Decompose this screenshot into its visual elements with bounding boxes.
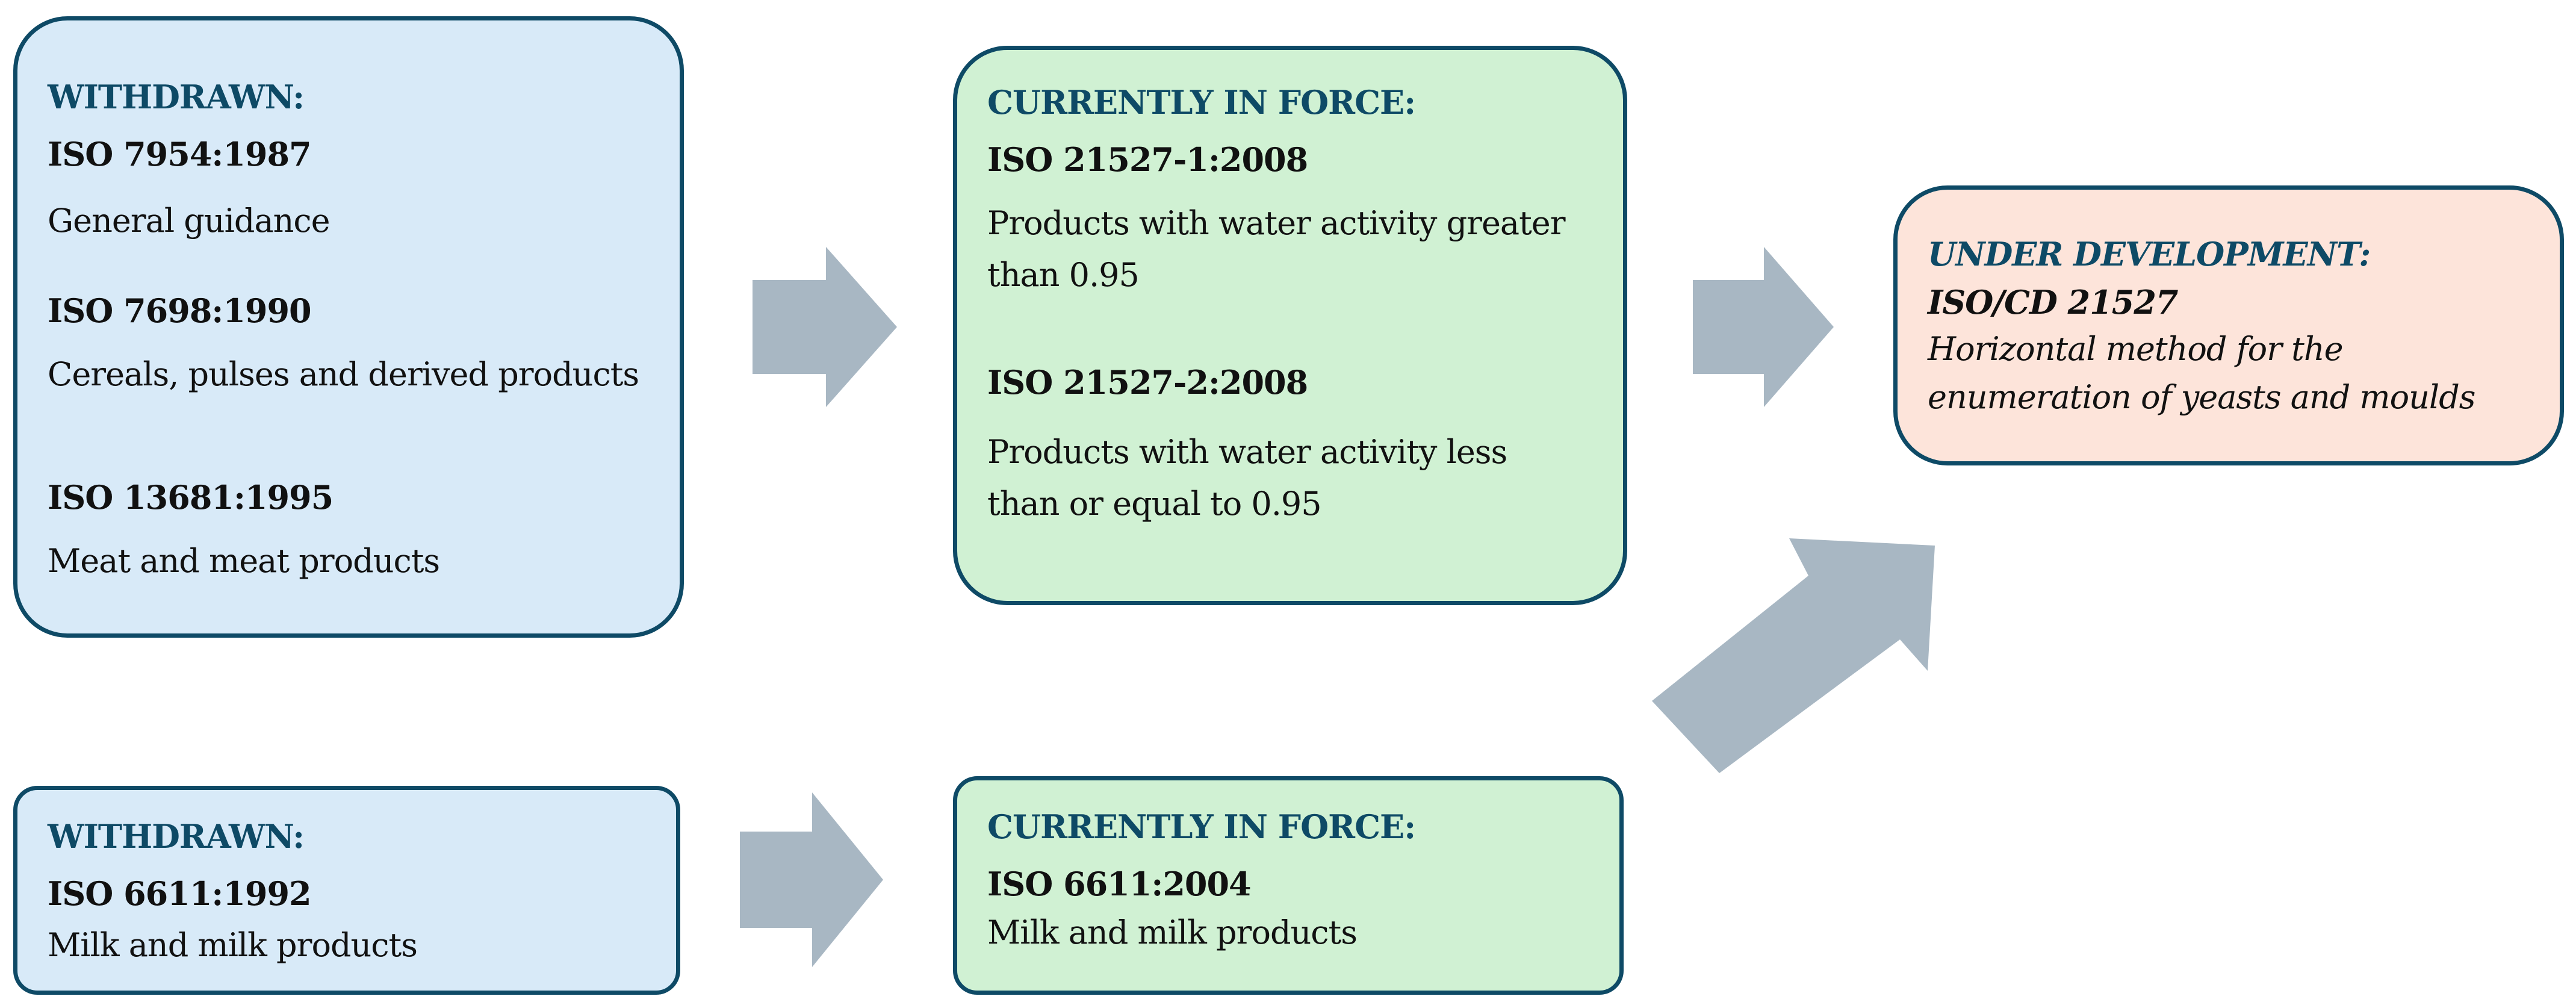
standard-description: Products with water activity greater tha…: [987, 204, 1566, 294]
standard-description: Horizontal method for the enumeration of…: [1928, 330, 2475, 416]
right-arrow-icon: [1693, 247, 1834, 407]
standard-code: ISO/CD 21527: [1928, 283, 2178, 322]
box-heading: CURRENTLY IN FORCE:: [987, 807, 1416, 846]
box-heading: CURRENTLY IN FORCE:: [987, 83, 1416, 122]
standard-description: General guidance: [48, 202, 331, 240]
box-heading: WITHDRAWN:: [48, 78, 305, 116]
standard-description: Milk and milk products: [987, 913, 1358, 951]
withdrawn-general-box: WITHDRAWN: ISO 7954:1987 General guidanc…: [13, 16, 684, 638]
standard-code: ISO 7954:1987: [48, 135, 312, 173]
diagonal-arrow-icon: [1652, 538, 1935, 773]
box-heading: WITHDRAWN:: [48, 817, 305, 856]
standard-code: ISO 13681:1995: [48, 478, 334, 517]
in-force-milk-box: CURRENTLY IN FORCE: ISO 6611:2004 Milk a…: [953, 776, 1624, 995]
right-arrow-icon: [740, 792, 883, 967]
withdrawn-milk-box: WITHDRAWN: ISO 6611:1992 Milk and milk p…: [13, 786, 680, 995]
standard-description: Milk and milk products: [48, 926, 418, 964]
standard-code: ISO 21527-2:2008: [987, 363, 1308, 402]
standard-description: Meat and meat products: [48, 542, 440, 580]
standard-code: ISO 7698:1990: [48, 291, 312, 330]
right-arrow-icon: [753, 247, 897, 407]
in-force-general-box: CURRENTLY IN FORCE: ISO 21527-1:2008 Pro…: [953, 46, 1627, 605]
standard-code: ISO 21527-1:2008: [987, 140, 1308, 179]
standard-code: ISO 6611:1992: [48, 874, 312, 913]
standard-code: ISO 6611:2004: [987, 865, 1252, 903]
standard-description: Products with water activity less than o…: [987, 433, 1507, 523]
box-heading: UNDER DEVELOPMENT:: [1928, 235, 2371, 273]
standard-description: Cereals, pulses and derived products: [48, 355, 639, 393]
under-development-box: UNDER DEVELOPMENT: ISO/CD 21527 Horizont…: [1893, 185, 2564, 465]
